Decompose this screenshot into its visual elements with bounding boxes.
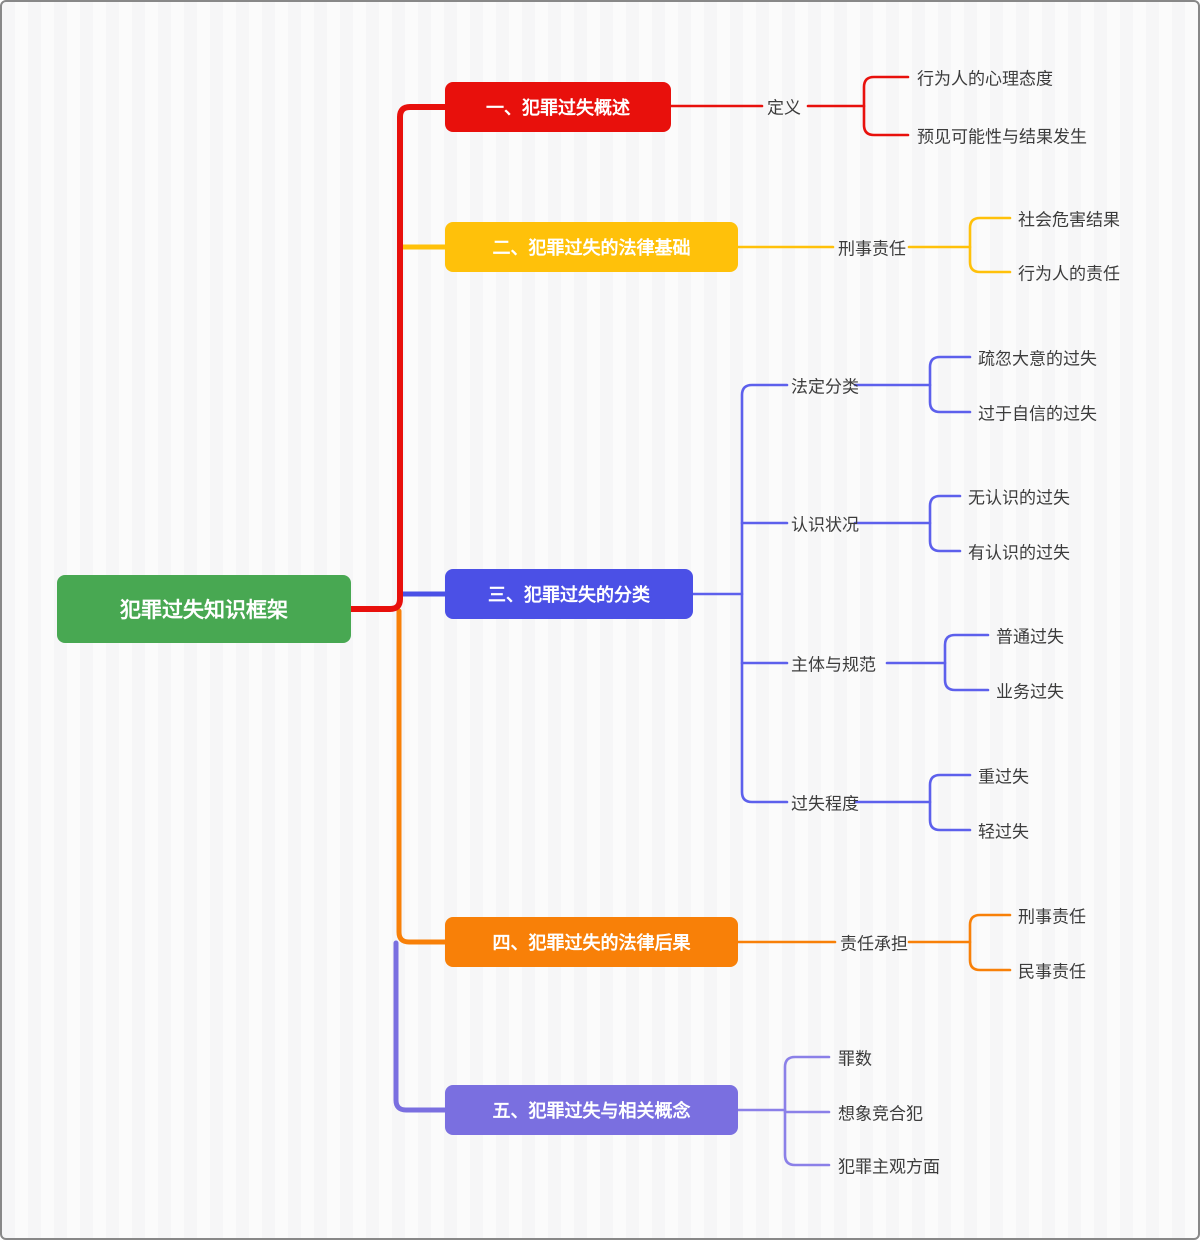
branch-4-node[interactable]: 四、犯罪过失的法律后果 (445, 917, 738, 967)
branch-3-subtopic-statutory[interactable]: 法定分类 (791, 377, 859, 398)
leaf-branch-2-social-harm[interactable]: 社会危害结果 (1018, 210, 1120, 231)
branch-3-subtopic-subject-norm[interactable]: 主体与规范 (791, 655, 876, 676)
branch-2-subtopic-criminal-liability[interactable]: 刑事责任 (838, 239, 906, 260)
leaf-branch-3-without-cognition[interactable]: 无认识的过失 (968, 488, 1070, 509)
branch-1-sub-lines (669, 75, 910, 137)
leaf-branch-5-count-of-crimes[interactable]: 罪数 (838, 1049, 872, 1070)
leaf-branch-4-civil[interactable]: 民事责任 (1018, 962, 1086, 983)
branch-4-sub-lines (736, 913, 1012, 972)
leaf-branch-1-psych-attitude[interactable]: 行为人的心理态度 (917, 69, 1053, 90)
branch-5-node[interactable]: 五、犯罪过失与相关概念 (445, 1085, 738, 1135)
branch-3-node[interactable]: 三、犯罪过失的分类 (445, 569, 693, 619)
leaf-branch-3-ordinary[interactable]: 普通过失 (996, 627, 1064, 648)
branch-3-sub-lines (691, 355, 990, 832)
leaf-branch-4-criminal[interactable]: 刑事责任 (1018, 907, 1086, 928)
branch-1-subtopic-definition[interactable]: 定义 (767, 98, 801, 119)
branch-1-trunk-line (347, 104, 448, 612)
branch-5-sub-lines (736, 1055, 831, 1167)
branch-2-sub-lines (736, 216, 1012, 274)
leaf-branch-3-gross[interactable]: 重过失 (978, 767, 1029, 788)
branch-2-node[interactable]: 二、犯罪过失的法律基础 (445, 222, 738, 272)
leaf-branch-3-professional[interactable]: 业务过失 (996, 682, 1064, 703)
branch-5-trunk-line (393, 940, 448, 1113)
branch-4-trunk-line (396, 608, 448, 945)
leaf-branch-3-slight[interactable]: 轻过失 (978, 822, 1029, 843)
root-node[interactable]: 犯罪过失知识框架 (57, 575, 351, 643)
branch-1-node[interactable]: 一、犯罪过失概述 (445, 82, 671, 132)
leaf-branch-5-imaginative-joinder[interactable]: 想象竞合犯 (838, 1104, 923, 1125)
leaf-branch-3-negligent-carelessness[interactable]: 疏忽大意的过失 (978, 349, 1097, 370)
branch-4-subtopic-liability-bearing[interactable]: 责任承担 (840, 934, 908, 955)
leaf-branch-3-overconfidence[interactable]: 过于自信的过失 (978, 404, 1097, 425)
branch-3-subtopic-degree[interactable]: 过失程度 (791, 794, 859, 815)
branch-3-subtopic-cognition[interactable]: 认识状况 (791, 515, 859, 536)
leaf-branch-3-with-cognition[interactable]: 有认识的过失 (968, 543, 1070, 564)
leaf-branch-1-foreseeability[interactable]: 预见可能性与结果发生 (917, 127, 1087, 148)
leaf-branch-5-mens-rea[interactable]: 犯罪主观方面 (838, 1157, 940, 1178)
leaf-branch-2-actor-responsibility[interactable]: 行为人的责任 (1018, 264, 1120, 285)
